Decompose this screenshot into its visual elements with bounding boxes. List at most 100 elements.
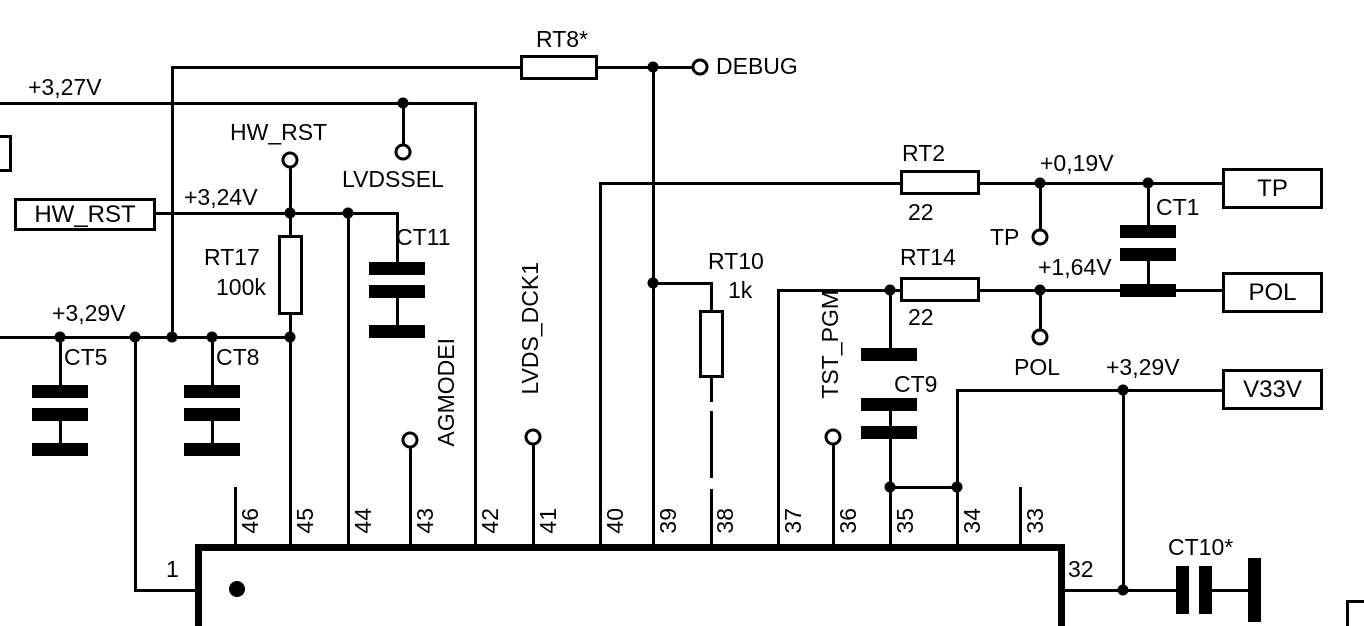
junction-dot bbox=[284, 331, 296, 343]
ground-bar bbox=[861, 426, 917, 439]
wire-ct11-lead bbox=[396, 212, 399, 264]
capacitor-label-ct1: CT1 bbox=[1156, 194, 1200, 220]
wire-pin1 bbox=[135, 589, 195, 592]
wire-rt10-branch bbox=[653, 282, 713, 285]
signal-label-pol-pad: POL bbox=[1014, 354, 1061, 380]
signal-label-debug: DEBUG bbox=[716, 53, 798, 79]
ic-pin-number-1: 1 bbox=[166, 556, 179, 582]
ic-pin-number-39: 39 bbox=[655, 508, 681, 534]
ic-outline-left bbox=[195, 544, 202, 626]
ground-bar bbox=[32, 443, 88, 456]
wire-pin45 bbox=[289, 313, 292, 545]
wire-ct8-lead bbox=[211, 336, 214, 387]
testpad-circle-tst-pgm bbox=[824, 428, 842, 446]
capacitor-label-ct11: CT11 bbox=[396, 224, 451, 250]
netbox-hw-rst-label: HW_RST bbox=[34, 200, 136, 228]
ground-bar bbox=[369, 325, 425, 338]
signal-label-tp-pad: TP bbox=[990, 224, 1020, 250]
power-label-1v64: +1,64V bbox=[1038, 254, 1112, 280]
netbox-pol: POL bbox=[1222, 272, 1323, 313]
wire-debug-right bbox=[597, 66, 693, 69]
testpad-circle-agmodei bbox=[401, 431, 419, 449]
signal-label-hw-rst-pad: HW_RST bbox=[230, 119, 328, 145]
cap-lead bbox=[211, 421, 214, 443]
wire-pin36 bbox=[832, 444, 835, 547]
junction-dot bbox=[647, 61, 659, 73]
resistor-label-rt2: RT2 bbox=[902, 140, 946, 166]
junction-dot bbox=[54, 331, 66, 343]
testpad-circle-debug bbox=[691, 58, 709, 76]
signal-label-tst-pgm: TST_PGM bbox=[817, 290, 843, 399]
wire-hwrst-pad-drop bbox=[289, 167, 292, 237]
wire-ct9-mid-lead bbox=[889, 411, 892, 426]
wire-pin40 bbox=[599, 182, 602, 547]
wire-left-riser bbox=[171, 66, 174, 339]
signal-label-agmodei: AGMODEI bbox=[433, 338, 459, 447]
capacitor-label-ct9: CT9 bbox=[894, 371, 938, 397]
resistor-label-rt8: RT8* bbox=[536, 26, 588, 52]
power-label-3v27: +3,27V bbox=[28, 74, 102, 100]
ic-pin-number-44: 44 bbox=[350, 508, 376, 534]
wire-ct9-junction bbox=[890, 486, 959, 489]
cap-plate bbox=[369, 285, 425, 298]
wire-pin41 bbox=[532, 444, 535, 547]
wire-pin34 bbox=[956, 389, 959, 547]
wire-pol-net bbox=[778, 289, 1222, 292]
ic-pin-number-43: 43 bbox=[412, 508, 438, 534]
junction-dot bbox=[951, 481, 963, 493]
cap-plate bbox=[184, 385, 240, 398]
junction-dot bbox=[284, 207, 296, 219]
netbox-tp-label: TP bbox=[1257, 174, 1288, 202]
cap-lead bbox=[1147, 261, 1150, 284]
wire-ct10-right bbox=[1212, 589, 1248, 592]
ic-pin-number-37: 37 bbox=[780, 508, 806, 534]
ic-pin-number-46: 46 bbox=[237, 508, 263, 534]
ic-pin1-indicator-dot bbox=[229, 581, 245, 597]
capacitor-label-ct5: CT5 bbox=[64, 344, 108, 370]
wire-ct5-lead bbox=[59, 336, 62, 387]
resistor-rt14 bbox=[900, 277, 980, 302]
ground-bar bbox=[1248, 558, 1261, 622]
wire-ct1-lead bbox=[1147, 182, 1150, 227]
resistor-rt10 bbox=[699, 310, 724, 378]
wire-pin46-stub bbox=[234, 487, 237, 545]
wire-pin39 bbox=[652, 66, 655, 547]
wire-3v29-rail bbox=[0, 336, 292, 339]
ic-outline-right bbox=[1058, 544, 1065, 626]
netbox-partial-left bbox=[0, 135, 12, 172]
netbox-partial-bottom-right bbox=[1346, 600, 1364, 626]
netbox-pol-label: POL bbox=[1248, 278, 1297, 306]
wire-pin43 bbox=[409, 446, 412, 547]
junction-dot bbox=[129, 331, 141, 343]
ic-pin-number-42: 42 bbox=[477, 508, 503, 534]
cap-lead bbox=[396, 298, 399, 325]
resistor-label-rt14: RT14 bbox=[900, 244, 956, 270]
wire-rt10-cap-lead bbox=[710, 411, 713, 478]
wire-lvdssel-drop bbox=[402, 102, 405, 145]
capacitor-label-ct8: CT8 bbox=[216, 344, 260, 370]
cap-plate bbox=[32, 408, 88, 421]
wire-v33v-net bbox=[957, 389, 1222, 392]
resistor-value-rt10: 1k bbox=[728, 277, 753, 303]
testpad-circle-lvdssel bbox=[394, 143, 412, 161]
power-label-0v19: +0,19V bbox=[1040, 150, 1114, 176]
wire-v33v-drop bbox=[1122, 389, 1125, 592]
cap-plate bbox=[861, 348, 917, 361]
wire-tp-pad-drop bbox=[1039, 182, 1042, 230]
ic-pin-number-38: 38 bbox=[712, 508, 738, 534]
junction-dot bbox=[1117, 584, 1129, 596]
ic-pin-number-40: 40 bbox=[602, 508, 628, 534]
ic-pin-number-36: 36 bbox=[835, 508, 861, 534]
resistor-value-rt17: 100k bbox=[216, 274, 266, 300]
junction-dot bbox=[206, 331, 218, 343]
testpad-circle-tp bbox=[1031, 228, 1049, 246]
wire-rt10-top-lead bbox=[710, 282, 713, 312]
ic-pin-number-45: 45 bbox=[292, 508, 318, 534]
signal-label-lvdssel: LVDSSEL bbox=[342, 166, 444, 192]
power-label-3v24: +3,24V bbox=[184, 184, 258, 210]
resistor-value-rt2: 22 bbox=[908, 199, 934, 225]
junction-dot bbox=[342, 207, 354, 219]
resistor-rt8 bbox=[520, 55, 598, 80]
wire-pin35 bbox=[889, 439, 892, 547]
